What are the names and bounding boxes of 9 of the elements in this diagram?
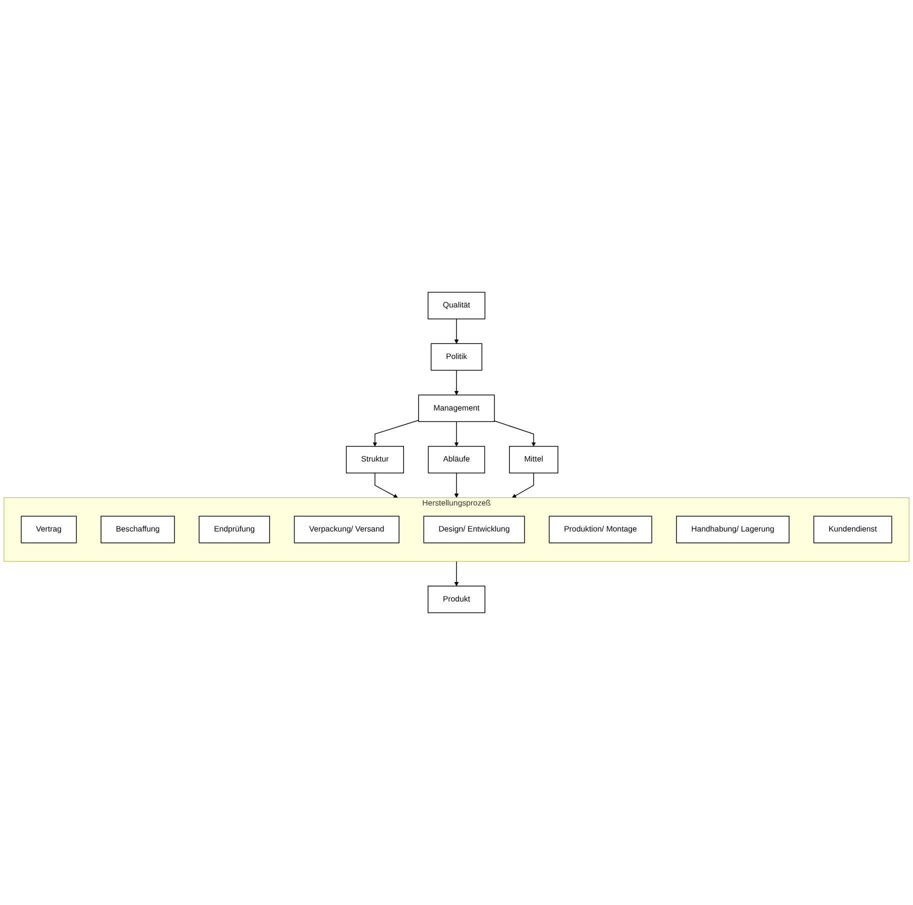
arrow <box>454 561 459 586</box>
arrow <box>454 370 459 396</box>
arrow <box>494 420 536 447</box>
arrow <box>374 472 398 498</box>
arrow <box>454 421 459 447</box>
arrow <box>454 318 459 344</box>
arrow <box>512 472 534 498</box>
arrow <box>454 472 459 498</box>
arrow <box>372 420 419 447</box>
